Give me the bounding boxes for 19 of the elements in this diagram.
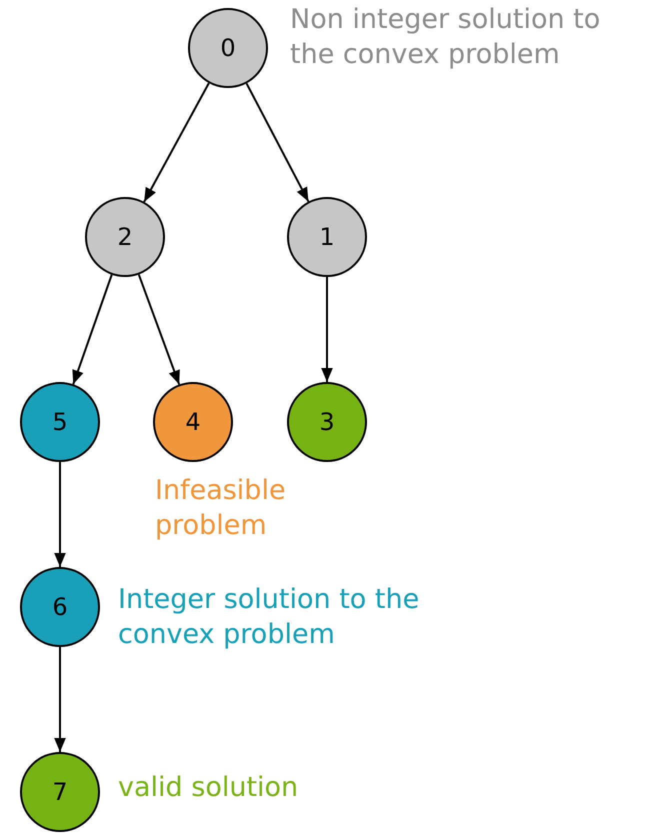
node-number: 4 <box>185 408 201 436</box>
arrow <box>143 82 210 202</box>
arrow <box>54 462 66 567</box>
arrow <box>321 277 333 382</box>
node-number: 6 <box>52 593 68 621</box>
node-annotation: Integer solution to the convex problem <box>118 583 420 652</box>
arrow <box>54 647 66 752</box>
node-number: 2 <box>117 223 133 251</box>
arrow <box>246 82 310 202</box>
node-number: 5 <box>52 408 68 436</box>
node-annotation: Non integer solution to the convex problem <box>290 3 602 72</box>
arrow <box>72 274 113 385</box>
arrow <box>138 274 180 385</box>
node-annotation: Infeasible problem <box>155 474 287 544</box>
node-number: 1 <box>319 223 335 251</box>
node-annotation: valid solution <box>118 771 300 805</box>
node-number: 7 <box>52 778 68 806</box>
node-number: 0 <box>220 34 236 62</box>
node-number: 3 <box>319 408 335 436</box>
